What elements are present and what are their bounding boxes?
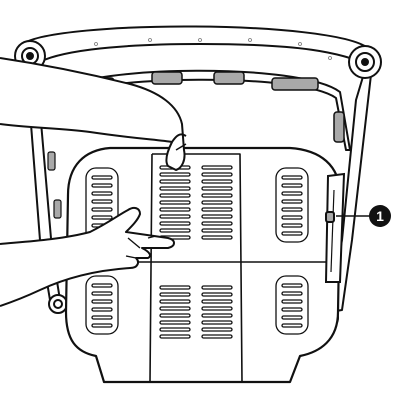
vent-slot [92, 208, 112, 211]
vent-slot [92, 200, 112, 203]
vent-slot [160, 314, 190, 317]
vent-slot [92, 216, 112, 219]
vent-slot [160, 328, 190, 331]
vent-slot [202, 166, 232, 169]
vent-slot [160, 187, 190, 190]
vent-slot [202, 335, 232, 338]
vent-slot [160, 335, 190, 338]
vent-slot [92, 316, 112, 319]
vent-slot [202, 208, 232, 211]
vent-slot [282, 316, 302, 319]
vent-slot [160, 300, 190, 303]
vent-slot [282, 200, 302, 203]
vent-slot [202, 222, 232, 225]
vent-slot [160, 286, 190, 289]
vent-slot [202, 201, 232, 204]
side-latches [48, 152, 61, 218]
vent-slot [160, 222, 190, 225]
vent-slot [160, 201, 190, 204]
vent-slot [92, 284, 112, 287]
vent-slot [282, 176, 302, 179]
vent-group-left-bottom [86, 276, 118, 334]
vent-slot [282, 192, 302, 195]
vent-slot [282, 324, 302, 327]
vent-slot [202, 173, 232, 176]
vent-slot [282, 308, 302, 311]
vent-slot [202, 307, 232, 310]
vent-slot [160, 173, 190, 176]
vent-slot [202, 321, 232, 324]
vent-slot [160, 194, 190, 197]
vent-slot [202, 286, 232, 289]
vent-slot [92, 192, 112, 195]
vent-slot [282, 284, 302, 287]
top-right-wheel [349, 46, 381, 78]
vent-slot [160, 208, 190, 211]
vent-slot [160, 229, 190, 232]
vent-slot [92, 176, 112, 179]
vent-slot [92, 292, 112, 295]
vent-slot [202, 215, 232, 218]
vent-slot [202, 314, 232, 317]
callout-number: 1 [376, 208, 384, 224]
vent-slot [282, 224, 302, 227]
vent-slot [202, 293, 232, 296]
bottom-left-wheel [49, 295, 67, 313]
vent-slot [282, 232, 302, 235]
vent-slot [92, 308, 112, 311]
vent-slot [92, 184, 112, 187]
vent-slot [282, 208, 302, 211]
vent-slot [202, 229, 232, 232]
vent-slot [202, 328, 232, 331]
vent-slot [282, 292, 302, 295]
vent-group-right-top [276, 168, 308, 242]
vent-slot [282, 216, 302, 219]
vent-slot [160, 180, 190, 183]
vent-slot [282, 300, 302, 303]
vent-slot [92, 324, 112, 327]
vent-slot [202, 236, 232, 239]
vent-slot [202, 194, 232, 197]
vent-slot [202, 300, 232, 303]
vent-slot [92, 300, 112, 303]
vent-slot [202, 187, 232, 190]
vent-slot [160, 321, 190, 324]
vent-group-right-bottom [276, 276, 308, 334]
side-bracket [326, 174, 344, 282]
vent-slot [282, 184, 302, 187]
vent-slot [202, 180, 232, 183]
vent-slot [160, 307, 190, 310]
vent-slot [160, 293, 190, 296]
vent-slot [160, 215, 190, 218]
